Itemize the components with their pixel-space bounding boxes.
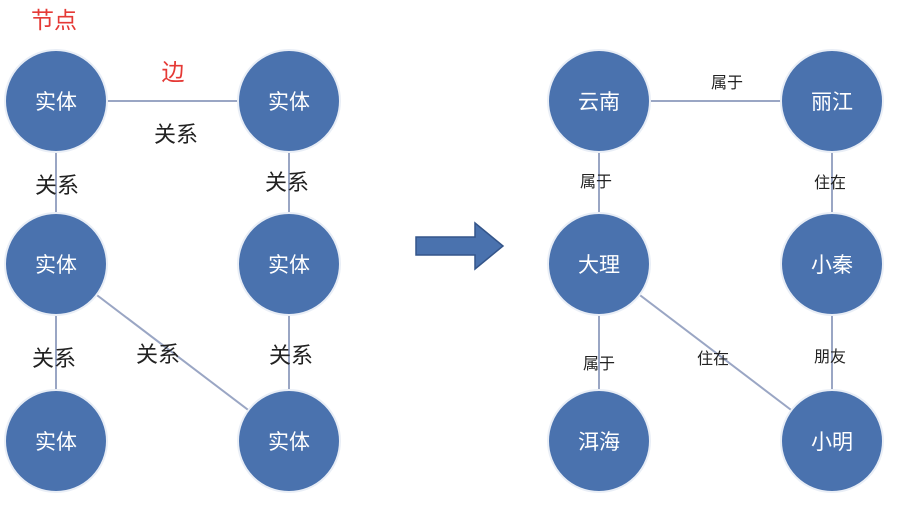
left-node-label: 实体 bbox=[35, 253, 77, 277]
right-arrow-icon bbox=[415, 221, 505, 271]
left-edge-label: 关系 bbox=[154, 123, 198, 148]
right-edge-label: 住在 bbox=[814, 173, 846, 192]
left-graph-nodes: 实体 实体 实体 实体 实体 实体 bbox=[4, 49, 341, 493]
right-node-label: 小秦 bbox=[811, 253, 853, 277]
left-node: 实体 bbox=[237, 212, 341, 316]
right-edge-label: 属于 bbox=[583, 354, 615, 373]
right-edge-label: 属于 bbox=[711, 73, 743, 92]
right-edge-label: 朋友 bbox=[814, 347, 846, 366]
right-node-xiaoqin: 小秦 bbox=[780, 212, 884, 316]
legend-node-label: 节点 bbox=[31, 8, 77, 34]
left-node: 实体 bbox=[4, 389, 108, 493]
left-node-label: 实体 bbox=[268, 90, 310, 114]
left-node-label: 实体 bbox=[35, 430, 77, 454]
right-node-label: 丽江 bbox=[811, 90, 853, 114]
legend-edge-label: 边 bbox=[162, 60, 185, 86]
right-node-yunnan: 云南 bbox=[547, 49, 651, 153]
right-node-dali: 大理 bbox=[547, 212, 651, 316]
right-node-erhai: 洱海 bbox=[547, 389, 651, 493]
right-node-lijiang: 丽江 bbox=[780, 49, 884, 153]
right-node-label: 大理 bbox=[578, 253, 620, 277]
left-graph-edge-labels: 关系 关系 关系 关系 关系 关系 bbox=[32, 123, 313, 372]
right-graph-nodes: 云南 丽江 大理 小秦 洱海 小明 bbox=[547, 49, 884, 493]
left-edge-label: 关系 bbox=[32, 347, 76, 372]
right-edge-label: 属于 bbox=[580, 172, 612, 191]
right-graph-edge-labels: 属于 属于 住在 属于 住在 朋友 bbox=[580, 73, 846, 373]
left-node-label: 实体 bbox=[35, 90, 77, 114]
left-edge-label: 关系 bbox=[136, 343, 180, 368]
right-node-label: 小明 bbox=[811, 430, 853, 454]
left-node-label: 实体 bbox=[268, 253, 310, 277]
left-edge-label: 关系 bbox=[35, 174, 79, 199]
left-node-label: 实体 bbox=[268, 430, 310, 454]
right-node-label: 云南 bbox=[578, 90, 620, 114]
right-node-label: 洱海 bbox=[578, 430, 620, 454]
left-node: 实体 bbox=[237, 389, 341, 493]
right-edge-label: 住在 bbox=[697, 349, 729, 368]
left-node: 实体 bbox=[237, 49, 341, 153]
left-node: 实体 bbox=[4, 212, 108, 316]
left-edge-label: 关系 bbox=[265, 171, 309, 196]
right-node-xiaoming: 小明 bbox=[780, 389, 884, 493]
left-edge-label: 关系 bbox=[269, 344, 313, 369]
left-node: 实体 bbox=[4, 49, 108, 153]
